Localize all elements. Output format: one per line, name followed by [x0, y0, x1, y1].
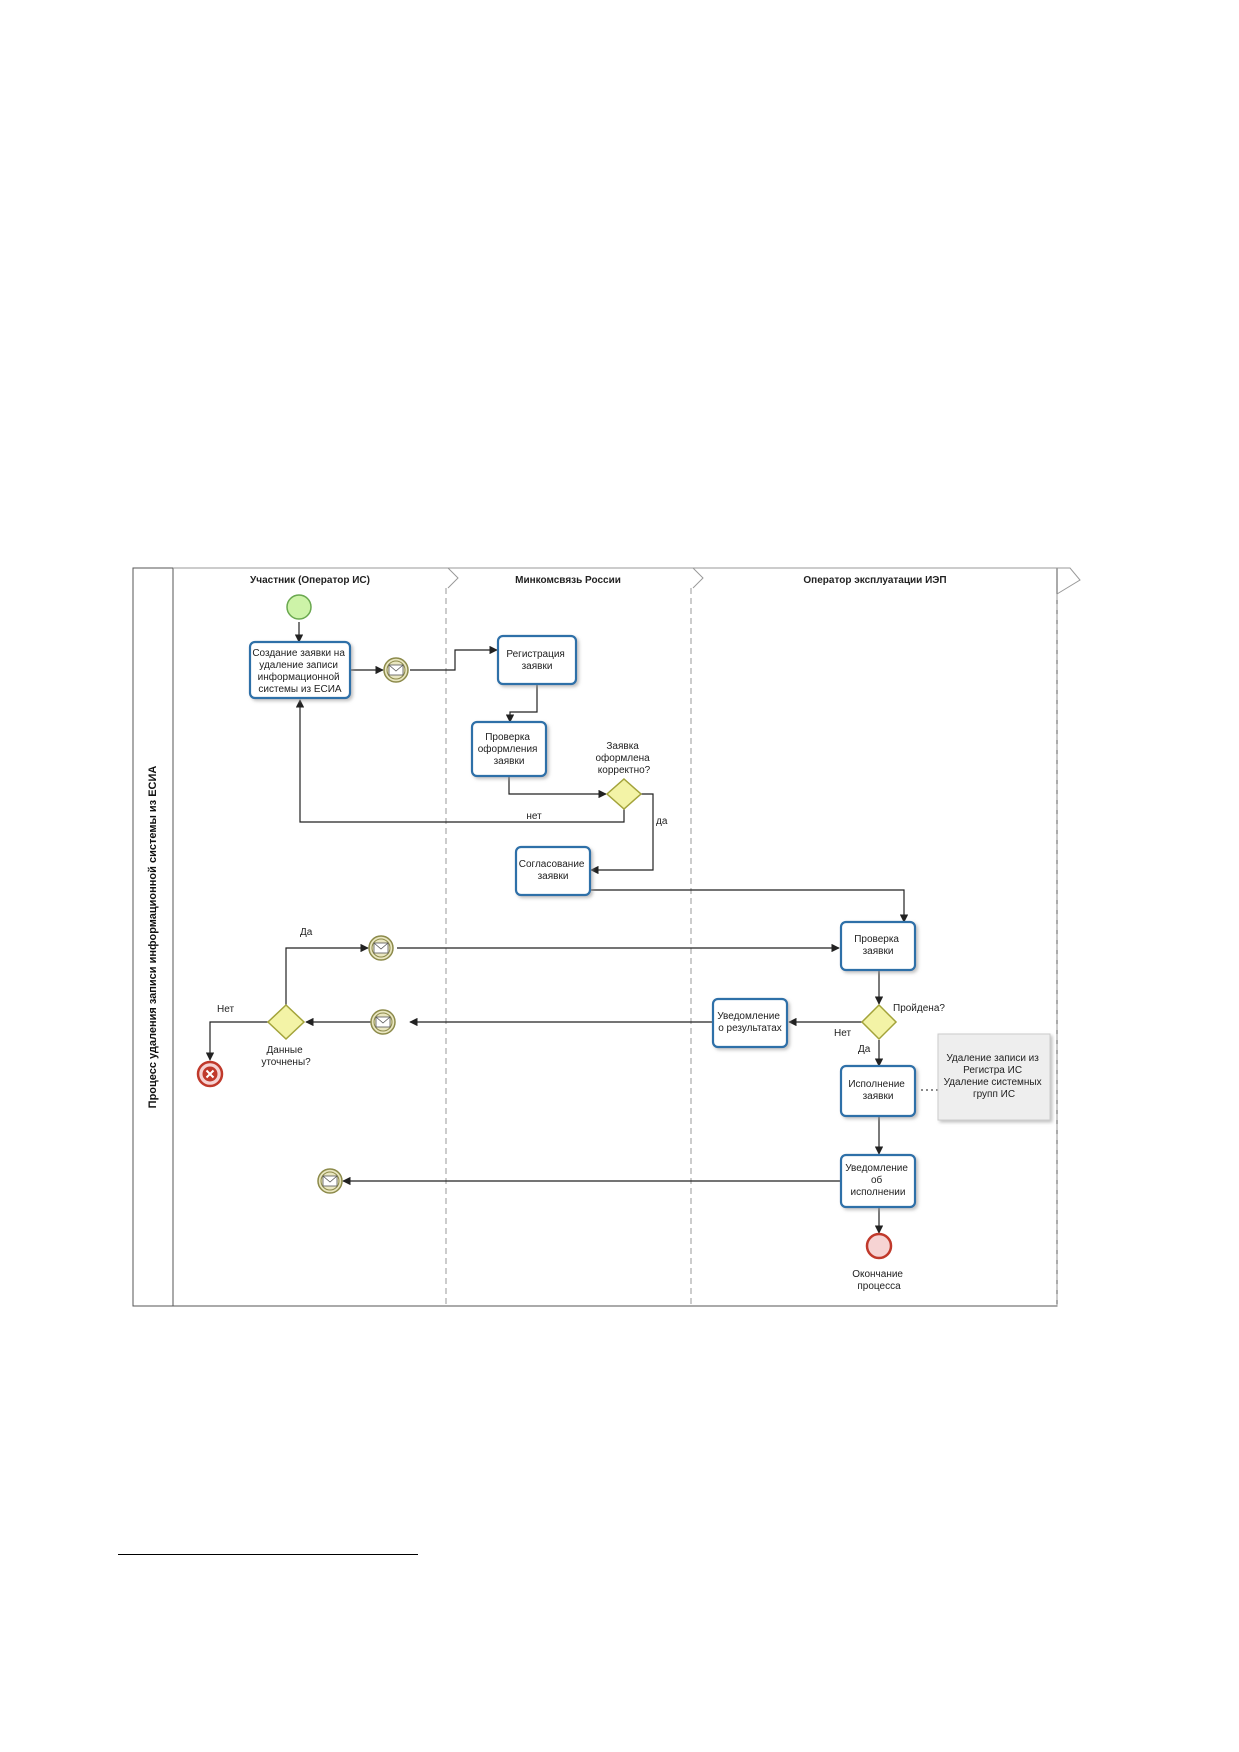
task-create-request-line-4: системы из ЕСИА: [258, 684, 341, 695]
svg-text:Согласование заявки: Согласование заявки: [519, 859, 588, 882]
flow-label-yes-down: Да: [858, 1044, 871, 1055]
task-create-request-line-1: Создание заявки на: [252, 648, 345, 659]
task-notify-execution-line-2: об: [871, 1174, 883, 1186]
gateway-passed[interactable]: [860, 1003, 898, 1041]
task-notify-results[interactable]: Уведомление о результатах: [711, 997, 789, 1049]
annotation-line-3: Удаление системных: [944, 1077, 1042, 1088]
task-notify-execution-line-1: Уведомление: [845, 1163, 908, 1174]
svg-text:Удаление записи из Регис: Удаление записи из Регистра ИС Удаление …: [944, 1053, 1045, 1100]
task-create-request[interactable]: Создание заявки на удаление записи инфор…: [248, 640, 352, 700]
task-verify-line-2: заявки: [863, 946, 894, 957]
annotation-line-1: Удаление записи из: [946, 1053, 1039, 1064]
footnote-separator: [118, 1554, 418, 1555]
task-register-line-1: Регистрация: [506, 649, 564, 660]
task-check-format-line-3: заявки: [494, 756, 525, 767]
svg-text:Проверка заявки: Проверка заявки: [854, 934, 902, 957]
task-execute-line-2: заявки: [863, 1091, 894, 1102]
task-check-format-line-1: Проверка: [485, 732, 530, 743]
envelope-icon: [322, 1175, 338, 1187]
svg-text:Регистрация заявки: Регистрация заявки: [506, 649, 567, 672]
task-check-format[interactable]: Проверка оформления заявки: [470, 720, 548, 778]
svg-text:Уведомление о результата: Уведомление о результатах: [717, 1011, 782, 1034]
sequence-flows: [205, 622, 938, 1234]
task-register-request[interactable]: Регистрация заявки: [496, 634, 578, 686]
message-event-2[interactable]: [368, 935, 394, 961]
gateway-format-ok-label: Заявка оформлена корректно?: [595, 741, 652, 776]
close-icon: [205, 1069, 215, 1079]
message-event-3[interactable]: [370, 1009, 396, 1035]
start-event[interactable]: [286, 594, 312, 620]
text-annotation: Удаление записи из Регистра ИС Удаление …: [937, 1033, 1051, 1121]
gateway-passed-label: Пройдена?: [893, 1003, 945, 1014]
task-verify-line-1: Проверка: [854, 934, 899, 945]
task-execute-request[interactable]: Исполнение заявки: [839, 1064, 917, 1118]
message-event-1[interactable]: [383, 657, 409, 683]
lane-label-ministry: Минкомсвязь России: [515, 575, 621, 586]
task-check-format-line-2: оформления: [478, 743, 538, 755]
task-approve-line-2: заявки: [538, 871, 569, 882]
task-create-request-line-2: удаление записи: [259, 660, 338, 671]
annotation-line-2: Регистра ИС: [963, 1065, 1022, 1076]
task-approve-line-1: Согласование: [519, 859, 585, 870]
envelope-icon: [375, 1016, 391, 1028]
flow-label-yes-lower: да: [656, 816, 668, 827]
task-notify-execution-line-3: исполнении: [851, 1187, 906, 1198]
gateway-data-clarified-label: Данные уточнены?: [261, 1045, 311, 1068]
lane-headers: Участник (Оператор ИС) Минкомсвязь Росси…: [173, 567, 1081, 595]
task-execute-line-1: Исполнение: [848, 1079, 905, 1090]
svg-text:Создание заявки на удале: Создание заявки на удаление записи инфор…: [252, 648, 347, 695]
lane-label-participant: Участник (Оператор ИС): [250, 575, 370, 586]
gateway-format-ok[interactable]: [605, 777, 643, 811]
end-event-label: Окончание процесса: [852, 1269, 906, 1292]
error-end-event[interactable]: [196, 1060, 224, 1088]
end-event[interactable]: [865, 1232, 893, 1260]
svg-text:Проверка оформления: Проверка оформления заявки: [478, 732, 541, 767]
pool-title: Процесс удаления записи информационной с…: [147, 766, 159, 1109]
task-approve-request[interactable]: Согласование заявки: [514, 845, 592, 897]
task-verify-request[interactable]: Проверка заявки: [839, 920, 917, 972]
flow-label-no-right: Нет: [834, 1028, 851, 1039]
task-register-line-2: заявки: [522, 661, 553, 672]
envelope-icon: [388, 664, 404, 676]
svg-text:Уведомление об исп: Уведомление об исполнении: [845, 1163, 910, 1198]
flow-label-no-left: Нет: [217, 1004, 234, 1015]
message-event-4[interactable]: [317, 1168, 343, 1194]
lane-label-operator: Оператор эксплуатации ИЭП: [803, 575, 946, 586]
flow-label-yes-top: Да: [300, 927, 313, 938]
gateway-data-clarified[interactable]: [266, 1003, 306, 1041]
task-create-request-line-3: информационной: [258, 671, 340, 683]
task-notify-results-line-2: о результатах: [718, 1023, 782, 1034]
flow-label-no-lower: нет: [526, 811, 542, 822]
envelope-icon: [373, 942, 389, 954]
task-notify-execution[interactable]: Уведомление об исполнении: [839, 1153, 917, 1209]
task-notify-results-line-1: Уведомление: [717, 1011, 780, 1022]
annotation-line-4: групп ИС: [973, 1089, 1015, 1100]
svg-text:Исполнение заявки: Исполнение заявки: [848, 1079, 907, 1102]
